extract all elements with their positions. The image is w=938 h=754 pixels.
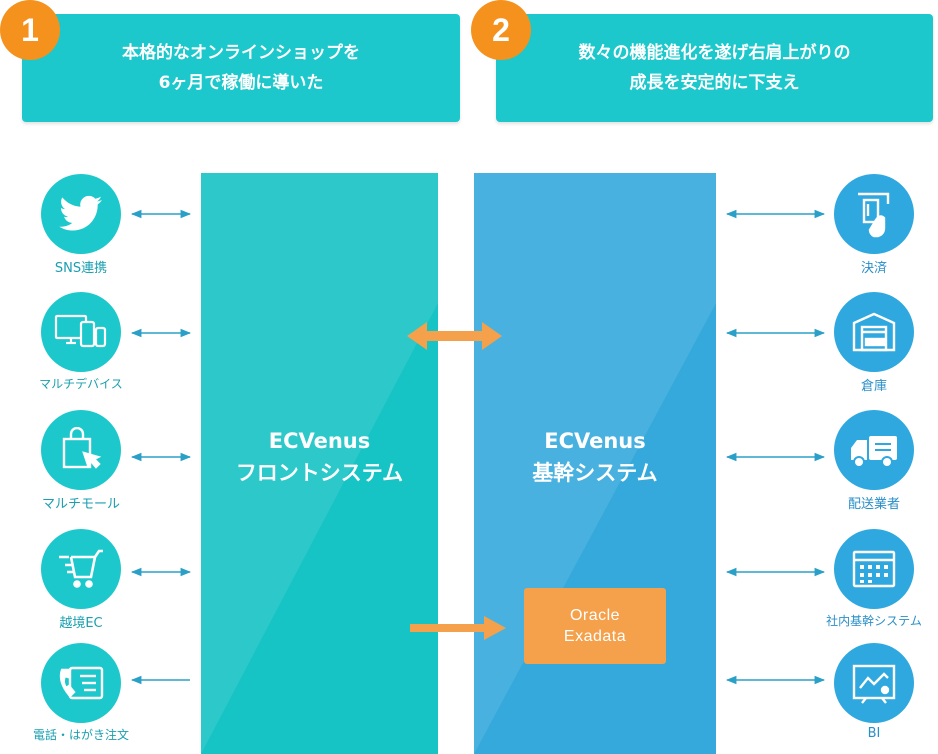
node-payment-label: 決済 — [860, 261, 887, 276]
core-system-name: ECVenus — [544, 429, 646, 453]
node-devices: マルチデバイス — [21, 292, 141, 392]
twitter-icon — [41, 174, 121, 254]
feature-banner-1: 本格的なオンラインショップを 6ヶ月で稼働に導いた — [22, 14, 460, 122]
node-sns-label: SNS連携 — [54, 261, 108, 276]
node-devices-label: マルチデバイス — [39, 377, 123, 391]
feature-2-line1: 数々の機能進化を遂げ右肩上がりの — [578, 43, 851, 63]
node-delivery: 配送業者 — [814, 410, 934, 512]
node-warehouse-label: 倉庫 — [860, 379, 887, 394]
node-internal: 社内基幹システム — [814, 529, 934, 629]
oracle-exadata-box: Oracle Exadata — [524, 588, 666, 664]
cart-icon — [41, 529, 121, 609]
devices-icon — [41, 292, 121, 372]
shopping-bag-icon — [41, 410, 121, 490]
node-sns: SNS連携 — [21, 174, 141, 276]
node-internal-label: 社内基幹システム — [826, 614, 922, 628]
node-bi-label: BI — [867, 726, 881, 741]
front-system-label: ECVenus フロントシステム — [201, 425, 438, 489]
front-system-name: ECVenus — [268, 429, 371, 453]
feature-banner-2: 数々の機能進化を遂げ右肩上がりの 成長を安定的に下支え — [496, 14, 933, 122]
feature-1-line1: 本格的なオンラインショップを — [122, 43, 360, 63]
node-payment: 決済 — [814, 174, 934, 276]
front-system-sub: フロントシステム — [235, 461, 404, 485]
feature-2-line2: 成長を安定的に下支え — [629, 73, 800, 93]
node-bi: BI — [814, 643, 934, 741]
delivery-truck-icon — [834, 410, 914, 490]
node-phone: 電話・はがき注文 — [21, 643, 141, 743]
oracle-arrow — [410, 616, 506, 640]
node-crossborder-label: 越境EC — [59, 616, 103, 631]
number-badge-2: 2 — [471, 0, 531, 60]
core-system-sub: 基幹システム — [532, 461, 658, 485]
node-mall-label: マルチモール — [41, 497, 120, 512]
system-sync-arrow — [407, 322, 502, 350]
number-badge-1: 1 — [0, 0, 60, 60]
node-warehouse: 倉庫 — [814, 292, 934, 394]
calendar-grid-icon — [834, 529, 914, 609]
card-payment-icon — [834, 174, 914, 254]
node-mall: マルチモール — [21, 410, 141, 512]
core-system-label: ECVenus 基幹システム — [474, 425, 716, 489]
feature-1-line2: 6ヶ月で稼働に導いた — [158, 73, 324, 93]
phone-postcard-icon — [41, 643, 121, 723]
node-delivery-label: 配送業者 — [847, 497, 900, 512]
node-phone-label: 電話・はがき注文 — [32, 728, 129, 742]
oracle-line2: Exadata — [563, 628, 627, 645]
oracle-line1: Oracle — [569, 607, 621, 624]
node-crossborder: 越境EC — [21, 529, 141, 631]
warehouse-icon — [834, 292, 914, 372]
chart-board-icon — [834, 643, 914, 723]
